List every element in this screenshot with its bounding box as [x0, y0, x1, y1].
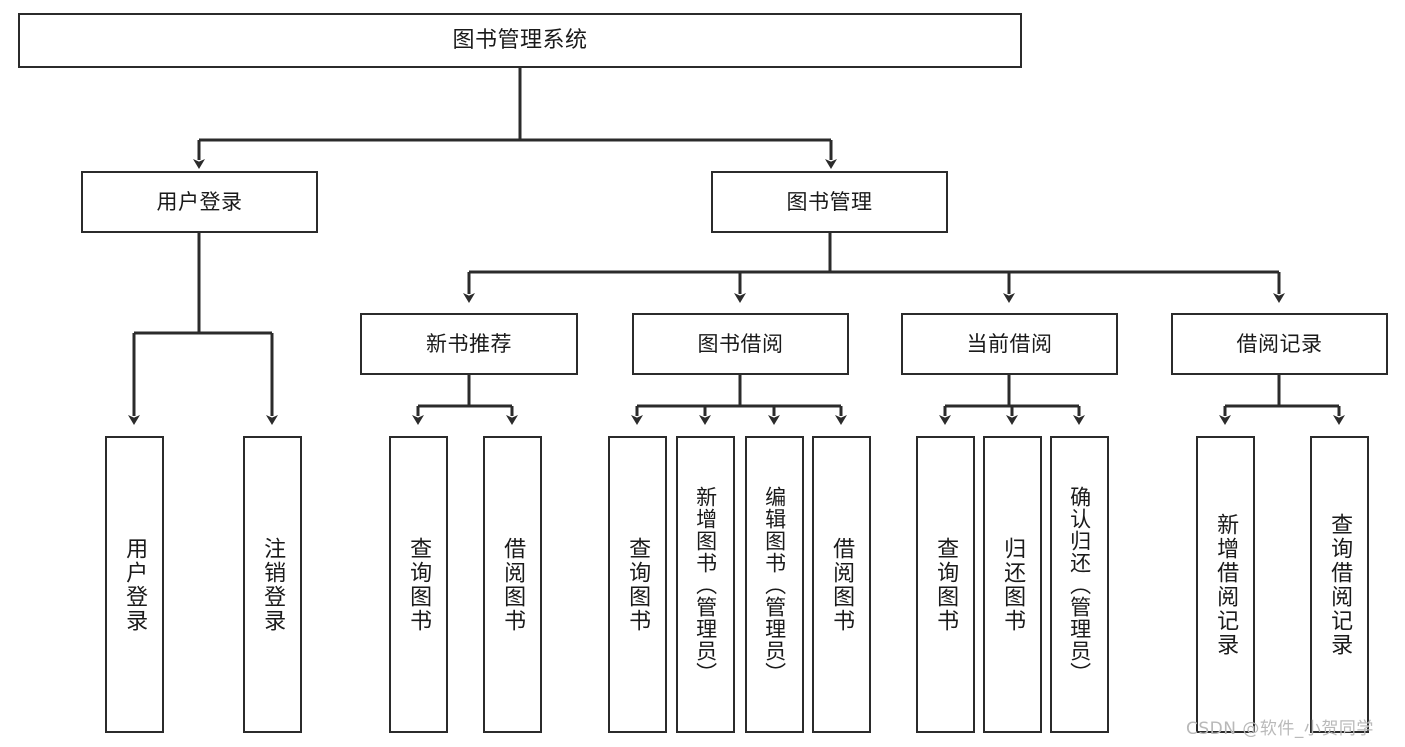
node-leaf-logout-login-label: 注销登录	[260, 536, 286, 633]
node-leaf-query-record[interactable]: 查询借阅记录	[1310, 436, 1369, 733]
node-leaf-return-book-label: 归还图书	[1000, 536, 1026, 633]
node-book-borrow-label: 图书借阅	[697, 331, 784, 356]
node-root[interactable]: 图书管理系统	[18, 13, 1022, 68]
node-leaf-borrow-book-1[interactable]: 借阅图书	[483, 436, 542, 733]
node-leaf-query-book-3-label: 查询图书	[933, 536, 959, 633]
node-borrow-record-label: 借阅记录	[1236, 331, 1323, 356]
node-book-manage[interactable]: 图书管理	[711, 171, 948, 233]
node-leaf-query-book-2-label: 查询图书	[625, 536, 651, 633]
node-leaf-confirm-return-label: 确认归还（管理员）	[1067, 485, 1092, 684]
node-leaf-query-record-label: 查询借阅记录	[1327, 512, 1353, 657]
node-leaf-user-login[interactable]: 用户登录	[105, 436, 164, 733]
node-leaf-query-book-1[interactable]: 查询图书	[389, 436, 448, 733]
node-new-book-recommend[interactable]: 新书推荐	[360, 313, 578, 375]
node-new-book-recommend-label: 新书推荐	[426, 331, 512, 356]
node-book-borrow[interactable]: 图书借阅	[632, 313, 849, 375]
node-root-label: 图书管理系统	[452, 27, 588, 53]
node-leaf-logout-login[interactable]: 注销登录	[243, 436, 302, 733]
node-book-manage-label: 图书管理	[786, 189, 873, 214]
node-leaf-query-book-2[interactable]: 查询图书	[608, 436, 667, 733]
node-leaf-add-book[interactable]: 新增图书（管理员）	[676, 436, 735, 733]
node-leaf-borrow-book-1-label: 借阅图书	[500, 536, 526, 633]
node-borrow-record[interactable]: 借阅记录	[1171, 313, 1388, 375]
node-user-login-label: 用户登录	[156, 189, 243, 214]
node-leaf-add-record[interactable]: 新增借阅记录	[1196, 436, 1255, 733]
node-user-login[interactable]: 用户登录	[81, 171, 318, 233]
node-leaf-borrow-book-2[interactable]: 借阅图书	[812, 436, 871, 733]
node-leaf-return-book[interactable]: 归还图书	[983, 436, 1042, 733]
node-current-borrow-label: 当前借阅	[966, 331, 1053, 356]
node-leaf-borrow-book-2-label: 借阅图书	[829, 536, 855, 633]
node-leaf-add-book-label: 新增图书（管理员）	[693, 485, 718, 684]
node-leaf-query-book-3[interactable]: 查询图书	[916, 436, 975, 733]
node-current-borrow[interactable]: 当前借阅	[901, 313, 1118, 375]
node-leaf-user-login-label: 用户登录	[122, 536, 148, 633]
node-leaf-edit-book[interactable]: 编辑图书（管理员）	[745, 436, 804, 733]
node-leaf-edit-book-label: 编辑图书（管理员）	[762, 485, 787, 684]
node-leaf-confirm-return[interactable]: 确认归还（管理员）	[1050, 436, 1109, 733]
node-leaf-add-record-label: 新增借阅记录	[1213, 512, 1239, 657]
node-leaf-query-book-1-label: 查询图书	[406, 536, 432, 633]
